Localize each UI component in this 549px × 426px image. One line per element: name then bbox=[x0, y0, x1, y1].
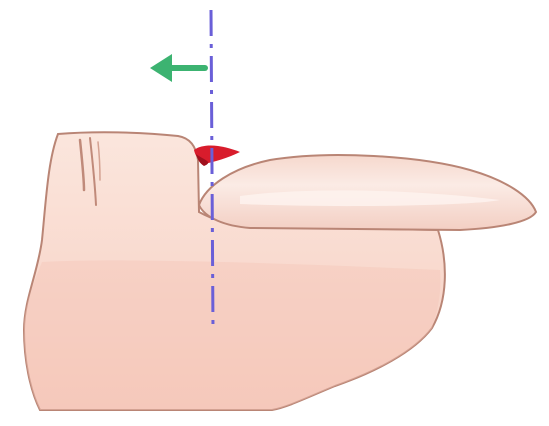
left-arrow-icon bbox=[150, 54, 205, 82]
finger-shading bbox=[24, 260, 441, 410]
